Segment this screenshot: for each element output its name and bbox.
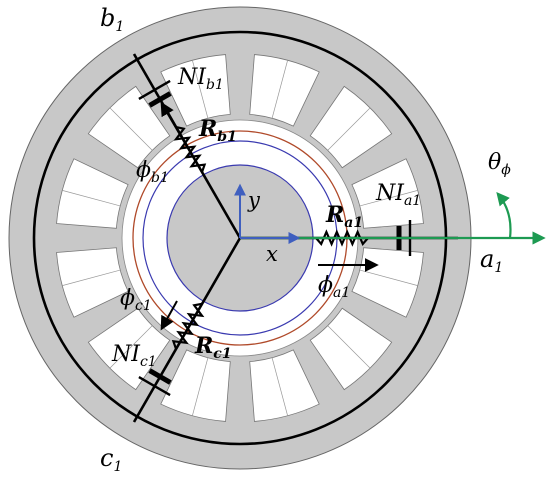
slot-divider	[192, 357, 209, 416]
slot-divider	[62, 269, 121, 286]
label-a1: a1	[480, 245, 504, 276]
slot-divider	[192, 60, 209, 119]
slot-divider	[359, 190, 418, 207]
resistor-b1	[173, 126, 207, 173]
label-ni-c1: NIc1	[112, 342, 157, 370]
theta-arc-arrow	[496, 191, 512, 239]
mmf-source-b1	[138, 79, 172, 108]
resistor-c1	[171, 302, 205, 350]
stator-slots	[56, 54, 424, 422]
label-x-axis: x	[266, 242, 278, 266]
stator-slot	[160, 54, 231, 127]
mmf-source-c1	[138, 368, 172, 397]
stator-slot	[249, 349, 320, 422]
resistor-a1	[315, 229, 369, 247]
flux-arrow-c1	[160, 300, 178, 331]
stator-slot	[160, 349, 231, 422]
label-y-axis: y	[248, 188, 260, 212]
label-phi-b1: ϕb1	[136, 158, 169, 186]
label-ni-b1: NIb1	[178, 65, 224, 93]
slot-divider	[327, 107, 371, 151]
slot-divider	[271, 60, 288, 119]
slot-divider	[109, 325, 153, 369]
wire-c1	[132, 237, 242, 423]
stator-slot	[351, 158, 424, 229]
slot-divider	[359, 269, 418, 286]
label-phi-a1: ϕa1	[318, 273, 351, 301]
label-ni-a1: NIa1	[376, 181, 422, 209]
label-b1: b1	[100, 4, 125, 35]
label-r-a1: Ra1	[326, 202, 364, 231]
label-phi-c1: ϕc1	[120, 286, 152, 314]
slot-divider	[271, 357, 288, 416]
stator-slot	[56, 247, 129, 318]
label-theta-phi: θϕ	[488, 150, 511, 178]
label-c1: c1	[100, 444, 123, 475]
stator-slot	[249, 54, 320, 127]
stator-slot	[56, 158, 129, 229]
slot-divider	[327, 325, 371, 369]
slot-divider	[62, 190, 121, 207]
slot-divider	[109, 107, 153, 151]
label-r-c1: Rc1	[195, 333, 232, 362]
flux-arrow-b1	[160, 101, 193, 156]
label-r-b1: Rb1	[199, 116, 237, 145]
